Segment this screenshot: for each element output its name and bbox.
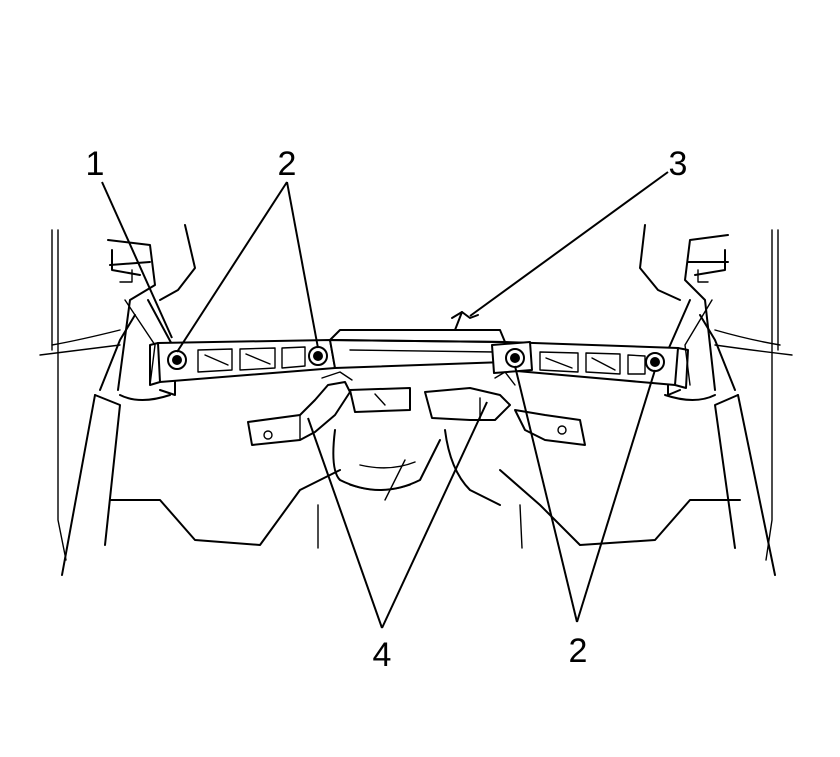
leader-lines (101, 171, 669, 629)
leader-4-right (381, 401, 488, 629)
leader-3 (469, 171, 669, 317)
callout-3: 3 (669, 145, 688, 183)
callout-4: 4 (373, 636, 392, 674)
callout-2-top: 2 (278, 145, 297, 183)
support-braces (247, 371, 586, 446)
rear-crossmember (149, 311, 689, 389)
leader-2b-left (514, 365, 578, 623)
leader-2a-left (176, 181, 288, 353)
callout-2-bottom: 2 (569, 632, 588, 670)
floor-outline (109, 429, 741, 549)
callout-1: 1 (86, 145, 105, 183)
callout-labels: 1 2 3 4 2 (86, 145, 688, 674)
leader-1 (101, 181, 173, 339)
leader-2a-right (286, 181, 319, 349)
leader-4-left (307, 417, 383, 629)
right-body-side (639, 224, 793, 576)
left-body-side (39, 224, 196, 576)
leader-2b-right (576, 369, 656, 623)
crossmember-bolts (167, 346, 665, 372)
